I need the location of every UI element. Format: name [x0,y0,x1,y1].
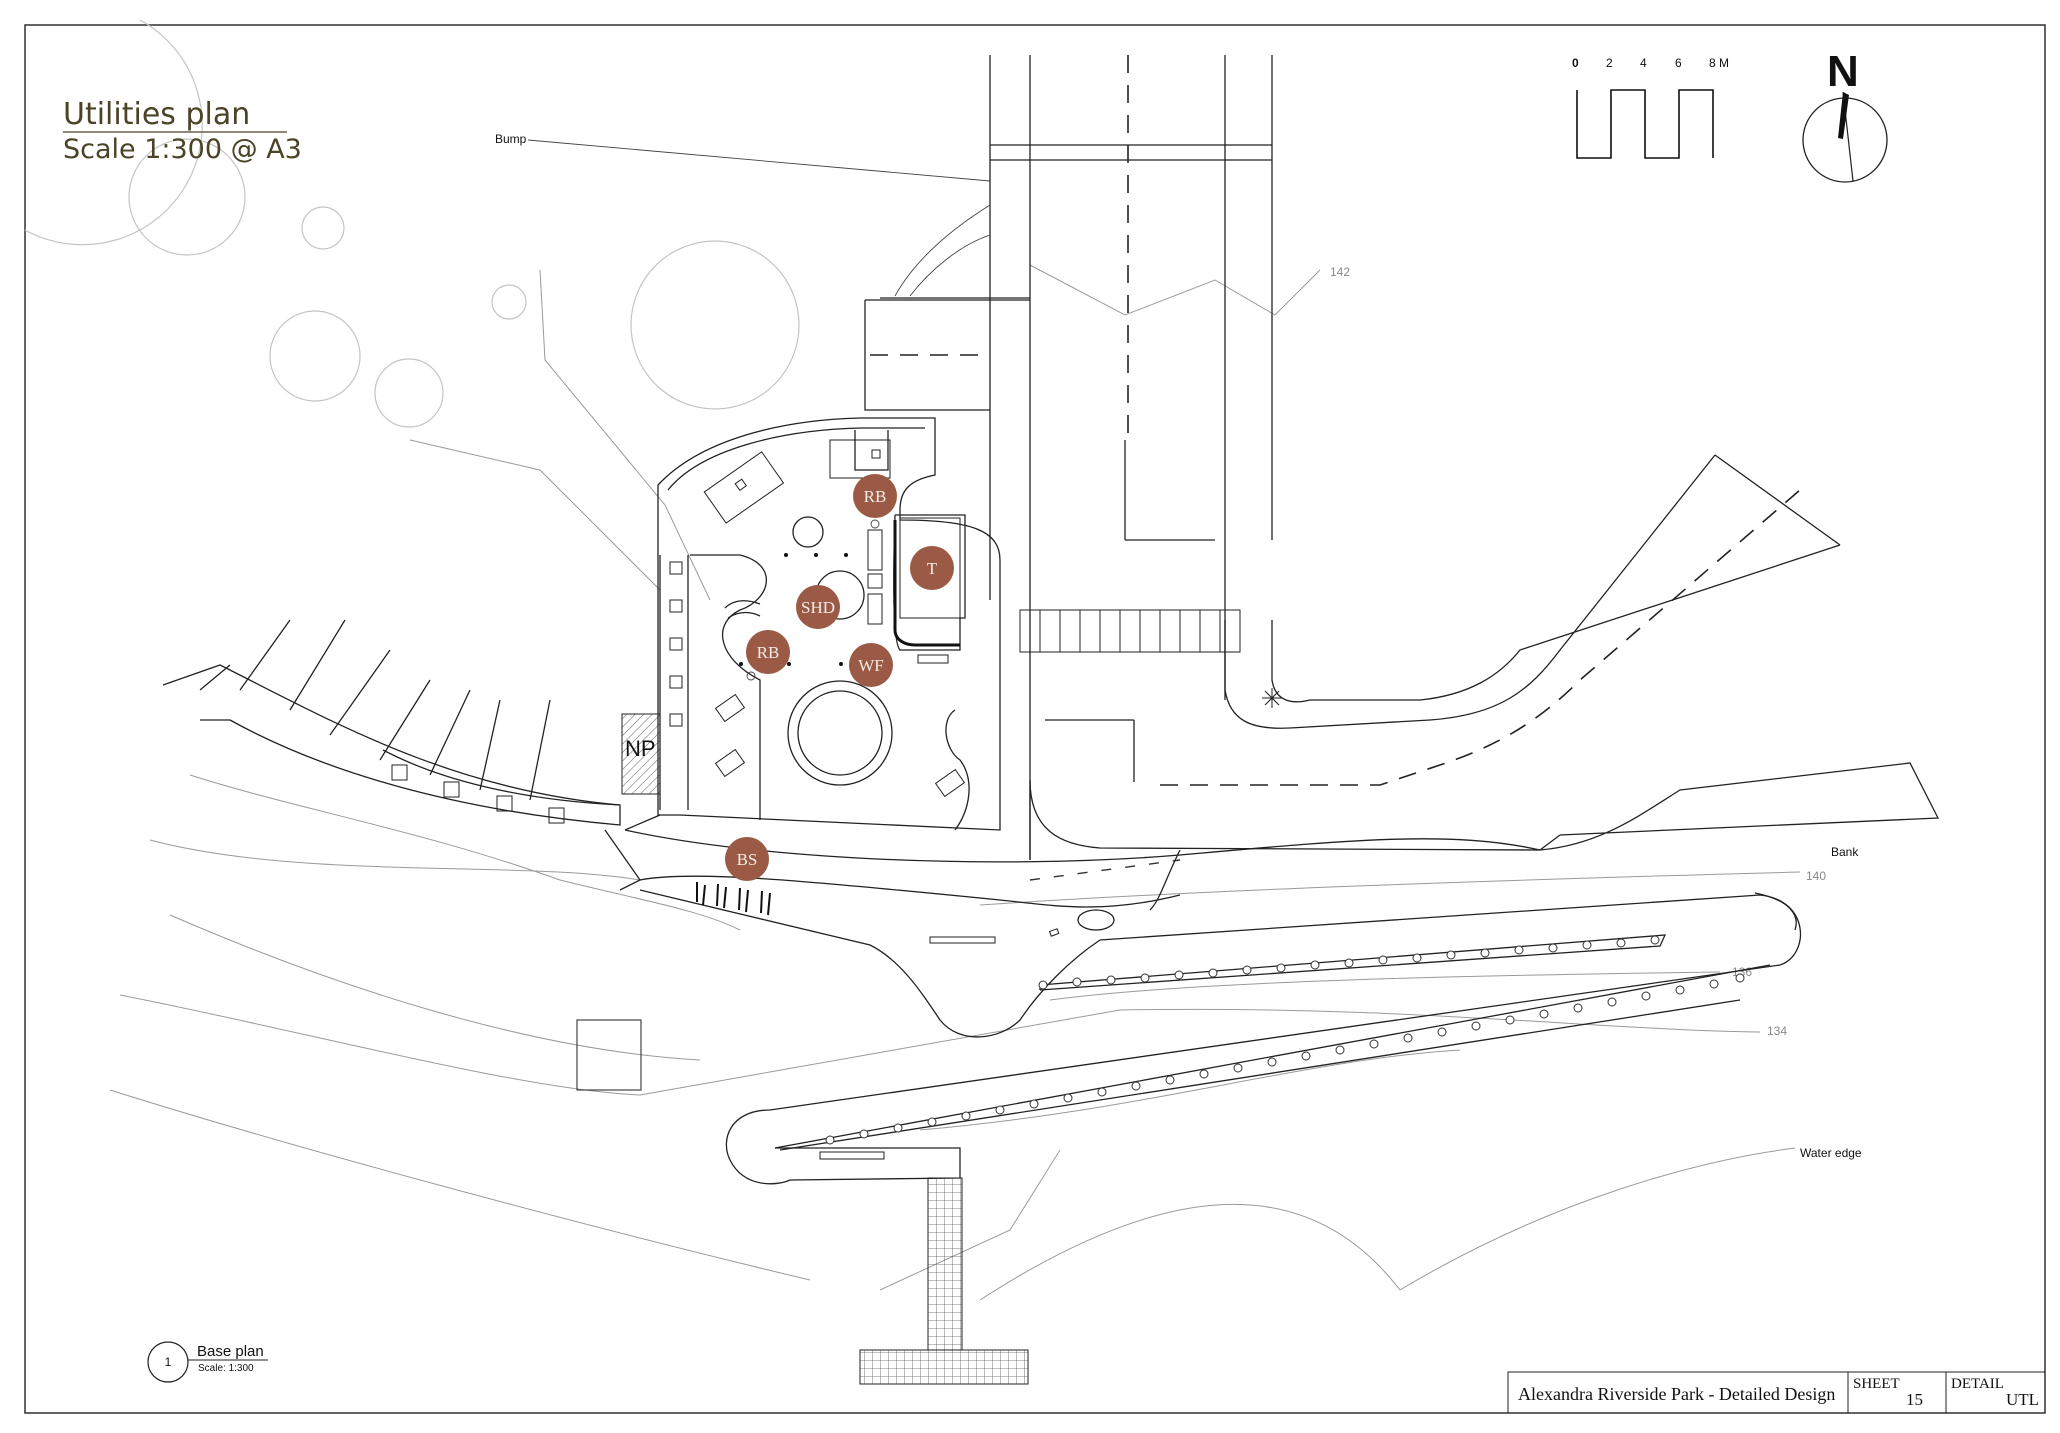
utility-marker-t-label: T [927,559,938,578]
utility-marker-t-dot [910,546,954,590]
contour-label-142: 142 [1330,265,1350,279]
scale-note: Scale 1:300 @ A3 [63,134,302,165]
plaza [604,417,1001,891]
utility-marker-shd-label: SHD [801,598,835,617]
bank-label: Bank [1831,845,1859,859]
pedestrian-crossing [1019,609,1241,653]
sheet-label: SHEET [1853,1376,1900,1392]
utility-marker-wf-label: WF [858,656,884,675]
detail-name: Base plan [197,1343,264,1360]
utility-markers: RB T SHD RB WF BS NP [625,474,954,881]
utility-marker-rb-2-dot [746,630,790,674]
detail-number: 1 [165,1355,172,1369]
north-label: N [1827,47,1859,96]
kiosk-footprint [576,1019,642,1091]
page-title: Utilities plan [63,97,250,132]
utility-marker-rb-2[interactable]: RB [746,630,790,674]
project-name: Alexandra Riverside Park - Detailed Desi… [1518,1384,1835,1404]
no-parking-label: NP [625,736,656,761]
detail-reference: 1 Base plan Scale: 1:300 [147,1341,268,1383]
title-block: Alexandra Riverside Park - Detailed Desi… [1507,1371,2046,1414]
parking-area [162,619,661,826]
utility-marker-shd[interactable]: SHD [796,585,840,629]
detail-scale: Scale: 1:300 [198,1363,254,1374]
scale-tick-0: 0 [1572,56,1579,70]
utility-marker-shd-dot [796,585,840,629]
scale-tick-2: 2 [1606,56,1613,70]
scale-bar: 0 2 4 6 8 M [1572,56,1729,159]
scale-tick-6: 6 [1675,56,1682,70]
scale-tick-4: 4 [1640,56,1647,70]
utility-marker-bs-dot [725,837,769,881]
tree-symbol [1262,688,1282,708]
contour-lines [109,264,1801,1301]
tree-canopies [24,19,800,428]
scale-tick-8m: 8 M [1709,56,1729,70]
drawing-title: Utilities plan Scale 1:300 @ A3 [63,97,302,165]
utility-marker-bs-label: BS [737,850,758,869]
utility-marker-rb-2-label: RB [757,643,780,662]
utility-marker-t[interactable]: T [910,546,954,590]
utility-marker-rb-1-dot [853,474,897,518]
detail-code: UTL [2006,1390,2039,1409]
utility-marker-rb-1-label: RB [864,487,887,506]
utility-marker-bs[interactable]: BS [725,837,769,881]
bike-stands [696,882,771,916]
annotations: Bump Bank Water edge 142 140 136 134 [495,132,1862,1160]
utility-marker-rb-1[interactable]: RB [853,474,897,518]
ramp-lights [825,935,1745,1145]
promenade [624,829,1802,1385]
contour-label-134: 134 [1767,1024,1787,1038]
contour-label-140: 140 [1806,869,1826,883]
sheet-border [24,24,2046,1414]
water-edge-label: Water edge [1800,1146,1862,1160]
sheet-number: 15 [1906,1390,1923,1409]
bump-label: Bump [495,132,527,146]
north-arrow: N [1802,47,1888,183]
detail-label: DETAIL [1951,1376,2004,1392]
utility-marker-wf-dot [849,643,893,687]
roads [864,55,1940,881]
utility-marker-wf[interactable]: WF [849,643,893,687]
